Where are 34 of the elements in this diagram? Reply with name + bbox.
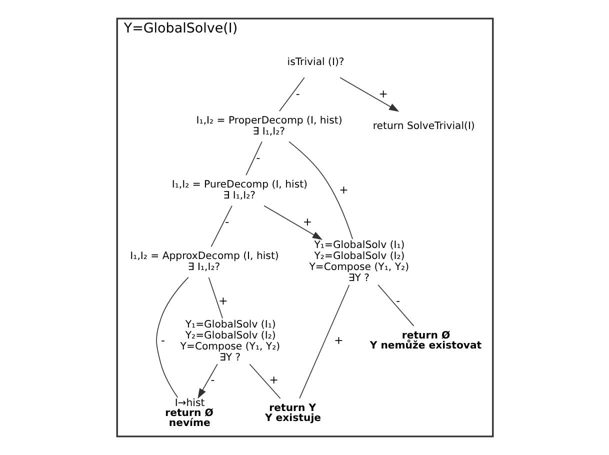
edge-label: - <box>396 294 400 308</box>
edge-label: + <box>378 87 388 100</box>
edge-label: + <box>334 334 343 348</box>
node-text: return Y Y existuje <box>264 402 321 424</box>
arrow <box>197 364 218 399</box>
arrow <box>339 77 399 112</box>
node-text: Y₁=GlobalSolv (I₁) Y₂=GlobalSolv (I₂) Y=Compose (Y₁, Y₂) ∃Y ? <box>180 319 280 364</box>
edge-label: - <box>210 374 214 387</box>
arrow <box>263 205 322 240</box>
connector <box>377 284 414 326</box>
connector <box>298 284 350 399</box>
node-text: return SolveTrivial(I) <box>372 121 474 132</box>
edge-label: - <box>256 151 260 164</box>
node-text: I₁,I₂ = PureDecomp (I, hist) ∃ I₁,I₂? <box>171 180 308 202</box>
node-text: isTrivial (I)? <box>286 56 344 68</box>
node-text: return Ø Y nemůže existovat <box>369 330 482 352</box>
connector <box>156 276 188 398</box>
edge-label: - <box>160 334 165 348</box>
node-text: I→hist return Ø nevíme <box>164 398 213 430</box>
connector <box>288 141 352 240</box>
node-text: I₁,I₂ = ProperDecomp (I, hist) ∃ I₁,I₂? <box>196 116 342 138</box>
edge-label: - <box>224 215 229 228</box>
node-text: I₁,I₂ = ApproxDecomp (I, hist) ∃ I₁,I₂? <box>130 251 278 274</box>
edge-label: + <box>338 183 348 196</box>
edge-label: + <box>218 294 228 308</box>
connector <box>248 364 280 399</box>
connector <box>245 141 262 176</box>
edge-label: + <box>302 215 312 228</box>
node-text: Y₁=GlobalSolv (I₁) Y₂=GlobalSolv (I₂) Y=Compose (Y₁, Y₂) ∃Y ? <box>308 240 409 284</box>
connector <box>210 205 232 248</box>
edge-label: - <box>295 87 300 100</box>
connector <box>208 277 222 319</box>
connector <box>278 77 304 112</box>
edge-label: + <box>268 374 278 387</box>
